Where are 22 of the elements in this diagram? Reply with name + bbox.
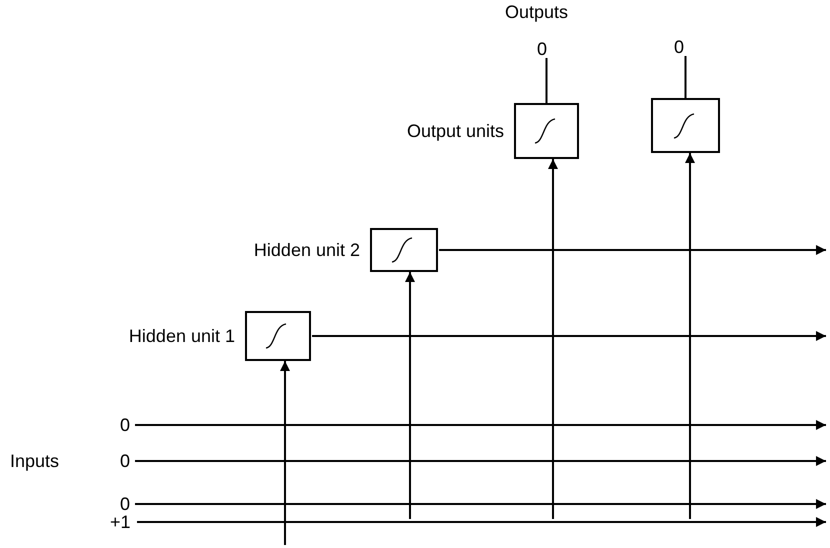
arrow	[135, 456, 826, 466]
layer-label: Outputs	[505, 2, 568, 22]
signal-value: 0	[120, 494, 134, 514]
signal-value: 0	[537, 39, 549, 59]
arrow	[405, 272, 415, 519]
arrow	[548, 159, 558, 519]
arrow	[280, 361, 290, 545]
unit-label: Hidden unit 1	[128, 326, 235, 346]
arrow	[135, 499, 826, 509]
unit-label: Output units	[406, 121, 504, 141]
signal-value: +1	[110, 512, 136, 532]
layer-label: Inputs	[10, 451, 60, 471]
unit-label: Hidden unit 2	[254, 240, 360, 260]
arrow	[312, 331, 826, 341]
unit-box	[651, 98, 720, 153]
arrow	[137, 517, 826, 527]
arrow	[685, 153, 695, 519]
arrow	[439, 245, 826, 255]
signal-value: 0	[120, 451, 134, 471]
arrow	[135, 420, 826, 430]
signal-value: 0	[120, 415, 134, 435]
signal-value: 0	[674, 37, 686, 57]
